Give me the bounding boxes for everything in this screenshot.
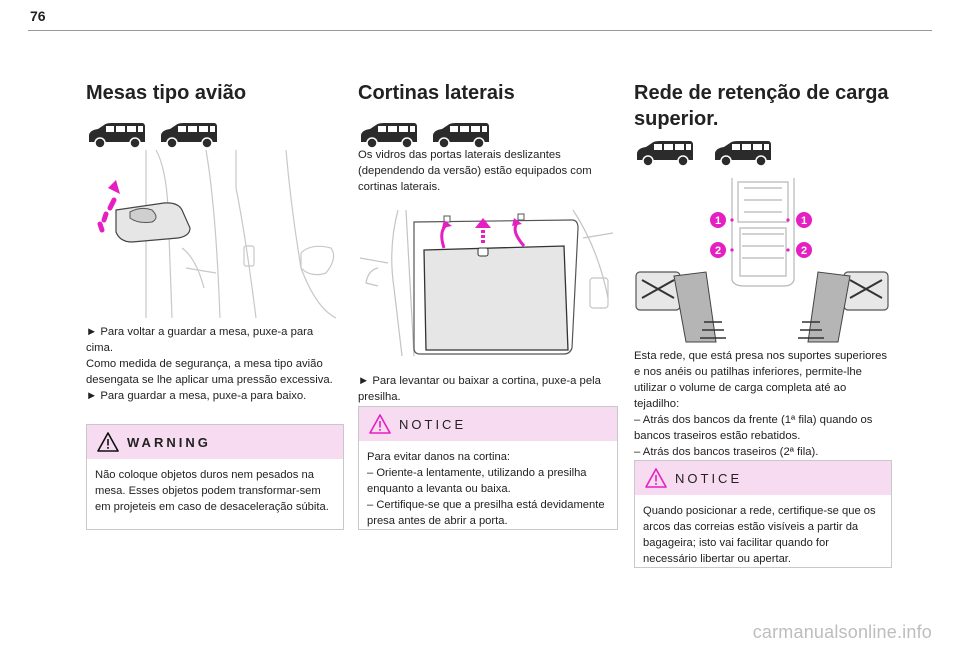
page-number: 76 [30,8,46,24]
vehicle-versions [358,120,614,150]
van-icon [634,138,696,168]
notice-header: NOTICE [635,461,891,495]
net-label-2: 2 [801,245,807,257]
instruction-raise-table: ► Para voltar a guardar a mesa, puxe-a p… [86,326,314,354]
warning-label: WARNING [127,434,211,450]
warning-text: Não coloque objetos duros nem pesados na… [95,469,329,513]
van-icon [158,120,220,150]
notice-text: Para evitar danos na cortina: – Oriente-… [359,441,617,537]
warning-triangle-icon [97,432,119,452]
curtains-intro: Os vidros das portas laterais deslizante… [358,149,592,193]
vehicle-versions [86,120,342,150]
notice-triangle-icon [369,414,391,434]
arrow-up-icon [475,218,491,244]
curtain-instruction: ► Para levantar ou baixar a cortina, pux… [358,375,601,403]
section-title-cargo-net: Rede de retenção de carga superior. [634,82,889,130]
cargo-net-description: Esta rede, que está presa nos suportes s… [634,348,890,460]
van-icon [86,120,148,150]
notice-line: – Certifique-se que a presilha está devi… [367,499,605,527]
net-label-2: 2 [715,245,721,257]
header-rule [28,30,932,31]
column-side-curtains: Cortinas laterais [358,80,614,150]
notice-header: NOTICE [359,407,617,441]
section-title-curtains: Cortinas laterais [358,82,515,104]
notice-line: – Oriente-a lentamente, utilizando a pre… [367,467,587,495]
van-icon [358,120,420,150]
arrow-up-icon [97,180,120,233]
net-label-1: 1 [801,215,807,227]
instruction-store-table: ► Para guardar a mesa, puxe-a para baixo… [86,390,307,402]
cargo-net-item: – Atrás dos bancos da frente (1ª fila) q… [634,414,873,442]
warning-header: WARNING [87,425,343,459]
cargo-net-intro: Esta rede, que está presa nos suportes s… [634,350,888,410]
warning-box: WARNING Não coloque objetos duros nem pe… [86,424,344,530]
notice-box-curtains: NOTICE Para evitar danos na cortina: – O… [358,406,618,530]
van-icon [712,138,774,168]
notice-line: Para evitar danos na cortina: [367,451,511,463]
notice-label: NOTICE [399,416,467,432]
notice-label: NOTICE [675,470,743,486]
curtain-illustration [359,209,614,357]
column-cargo-net: Rede de retenção de carga superior. [634,80,890,132]
tables-instructions: ► Para voltar a guardar a mesa, puxe-a p… [86,324,342,404]
footer-watermark: carmanualsonline.info [752,622,932,642]
van-icon [430,120,492,150]
notice-box-cargo-net: NOTICE Quando posicionar a rede, certifi… [634,460,892,568]
section-title-tables: Mesas tipo avião [86,82,247,104]
table-illustration [97,149,337,319]
cargo-net-illustration: 1 1 2 2 [635,178,889,343]
vehicle-versions [634,138,774,168]
notice-text: Quando posicionar a rede, certifique-se … [643,505,876,565]
column-airplane-tables: Mesas tipo avião [86,80,342,150]
cargo-net-item: – Atrás dos bancos traseiros (2ª fila). [634,446,819,458]
notice-triangle-icon [645,468,667,488]
net-label-1: 1 [715,215,721,227]
safety-note: Como medida de segurança, a mesa tipo av… [86,358,333,386]
